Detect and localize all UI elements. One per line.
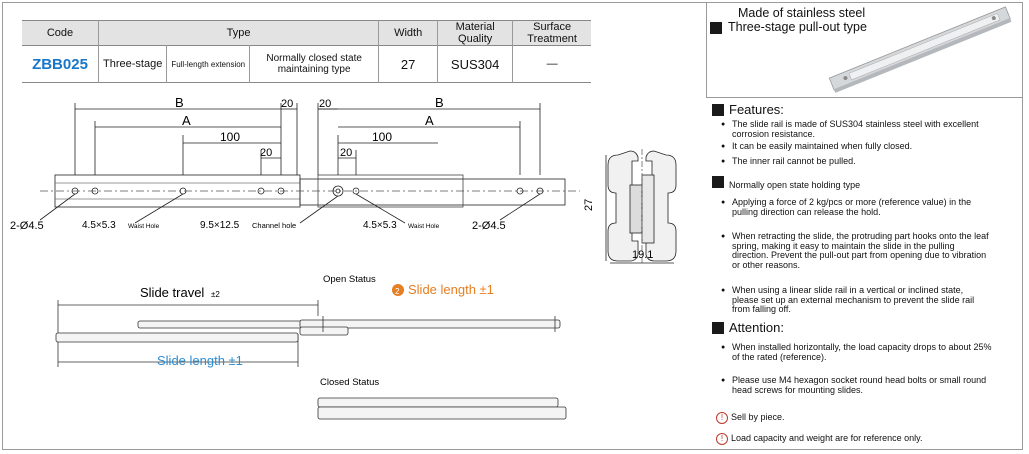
feature-item: It can be easily maintained when fully c… xyxy=(721,141,992,152)
note-text: Sell by piece. xyxy=(731,412,785,422)
dim-27: 27 xyxy=(583,199,595,211)
dimension-drawing: B A 100 20 20 20 B A 100 20 2-Ø4.5 4.5×5… xyxy=(10,95,580,232)
product-title-material: Made of stainless steel xyxy=(738,6,866,20)
features-square-icon xyxy=(712,104,724,116)
document-frame xyxy=(2,2,1023,450)
type-state: Normally closed state maintaining type xyxy=(249,45,379,83)
surface-value: — xyxy=(512,45,592,83)
channel-hole-label: Channel hole xyxy=(252,221,296,230)
spec-table-header: Code Type Width Material Quality Surface… xyxy=(22,20,592,46)
header-code: Code xyxy=(22,20,99,46)
dim-a-right: A xyxy=(425,113,434,128)
dim-19-1: 19.1 xyxy=(632,249,653,261)
waist-hole-label-left: Waist Hole xyxy=(128,223,160,230)
dim-20-left-top: 20 xyxy=(281,98,293,110)
square-bullet-icon xyxy=(710,22,722,34)
type-stage: Three-stage xyxy=(97,45,167,83)
spec-table: Code Type Width Material Quality Surface… xyxy=(22,20,592,83)
holding-square-icon xyxy=(712,176,724,188)
open-status-label: Open Status xyxy=(323,274,376,285)
attention-heading: Attention: xyxy=(729,320,784,335)
waist-hole-label-right: Waist Hole xyxy=(408,223,440,230)
dim-100-right: 100 xyxy=(372,130,392,144)
product-photo xyxy=(828,6,1012,93)
attention-square-icon xyxy=(712,322,724,334)
holding-item: Applying a force of 2 kg/pcs or more (re… xyxy=(721,197,992,217)
right-rail xyxy=(299,178,566,206)
dim-20-right-top: 20 xyxy=(319,98,331,110)
status-drawing: Open Status Slide travel ±2 2 Slide leng… xyxy=(55,274,567,420)
hole-label-right: 2-Ø4.5 xyxy=(472,220,506,232)
dim-b-left: B xyxy=(175,95,184,110)
dim-100-left: 100 xyxy=(220,130,240,144)
features-heading: Features: xyxy=(729,102,784,117)
attention-item: Please use M4 hexagon socket round head … xyxy=(721,375,992,395)
dim-a-left: A xyxy=(182,113,191,128)
channel-hole-dim: 9.5×12.5 xyxy=(200,220,240,231)
slide-length-bottom: Slide length ±1 xyxy=(157,353,243,368)
header-surface: Surface Treatment xyxy=(512,20,592,46)
warning-icon: ! xyxy=(716,433,728,445)
material-value: SUS304 xyxy=(437,45,513,83)
header-type: Type xyxy=(97,20,379,46)
dim-b-right: B xyxy=(435,95,444,110)
holding-item: When retracting the slide, the protrudin… xyxy=(721,231,992,270)
attention-item: When installed horizontally, the load ca… xyxy=(721,342,992,362)
slide-travel-label: Slide travel xyxy=(140,285,204,300)
slide-travel-tolerance: ±2 xyxy=(211,290,220,299)
note-text: Load capacity and weight are for referen… xyxy=(731,433,923,443)
note-sell-by-piece: !Sell by piece. xyxy=(716,412,785,424)
cross-section-drawing: 27 19.1 xyxy=(583,149,677,265)
slide-length-badge-number: 2 xyxy=(395,287,400,296)
feature-item: The inner rail cannot be pulled. xyxy=(721,156,992,167)
slide-length-badge xyxy=(392,284,404,296)
product-title-type: Three-stage pull-out type xyxy=(728,20,867,34)
dim-20-left-inner: 20 xyxy=(260,147,272,159)
waist-hole-dim-left: 4.5×5.3 xyxy=(82,220,116,231)
product-code: ZBB025 xyxy=(32,55,88,73)
dim-20-right-inner: 20 xyxy=(340,147,352,159)
holding-item: When using a linear slide rail in a vert… xyxy=(721,285,992,315)
feature-item: The slide rail is made of SUS304 stainle… xyxy=(721,119,992,139)
product-image-box xyxy=(706,2,1023,98)
hole-label-left: 2-Ø4.5 xyxy=(10,220,44,232)
slide-length-top: Slide length ±1 xyxy=(408,282,494,297)
header-width: Width xyxy=(378,20,438,46)
closed-status-label: Closed Status xyxy=(320,377,379,388)
warning-icon: ! xyxy=(716,412,728,424)
waist-hole-dim-right: 4.5×5.3 xyxy=(363,220,397,231)
spec-table-row: ZBB025 Three-stage Full-length extension… xyxy=(22,45,592,83)
note-reference: !Load capacity and weight are for refere… xyxy=(716,433,922,445)
holding-heading: Normally open state holding type xyxy=(729,180,861,190)
header-material: Material Quality xyxy=(437,20,513,46)
type-extension: Full-length extension xyxy=(166,45,250,83)
width-value: 27 xyxy=(378,45,438,83)
